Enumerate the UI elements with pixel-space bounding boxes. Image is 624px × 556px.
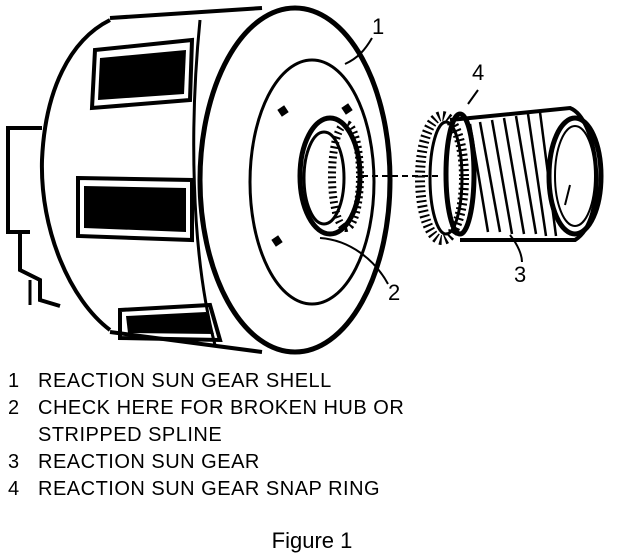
legend-number: 1: [8, 370, 20, 392]
figure-caption: Figure 1: [271, 528, 353, 553]
legend: 1 REACTION SUN GEAR SHELL 2 CHECK HERE F…: [8, 368, 608, 503]
callout-1: 1: [372, 14, 385, 39]
callout-4: 4: [472, 60, 485, 85]
legend-text: REACTION SUN GEAR: [38, 451, 260, 473]
sun-gear-shell-illustration: [6, 5, 604, 355]
legend-number: 3: [8, 451, 20, 473]
legend-item: 3 REACTION SUN GEAR: [8, 449, 608, 476]
legend-text: REACTION SUN GEAR SNAP RING: [38, 478, 381, 500]
callout-2: 2: [388, 280, 401, 305]
legend-item: 4 REACTION SUN GEAR SNAP RING: [8, 476, 608, 503]
reaction-sun-gear: [415, 105, 604, 245]
callout-3: 3: [514, 262, 527, 287]
legend-item: 1 REACTION SUN GEAR SHELL: [8, 368, 608, 395]
legend-number: 4: [8, 478, 20, 500]
legend-text: REACTION SUN GEAR SHELL: [38, 370, 332, 392]
legend-text: CHECK HERE FOR BROKEN HUB OR: [38, 397, 405, 419]
reaction-sun-gear-shell: [6, 5, 393, 355]
legend-item: 2 CHECK HERE FOR BROKEN HUB OR: [8, 395, 608, 422]
legend-item: STRIPPED SPLINE: [8, 422, 608, 449]
reaction-sun-gear-snap-ring: [443, 89, 479, 237]
leader-lines: [319, 37, 523, 285]
legend-text: STRIPPED SPLINE: [38, 424, 223, 446]
legend-number: 2: [8, 397, 20, 419]
